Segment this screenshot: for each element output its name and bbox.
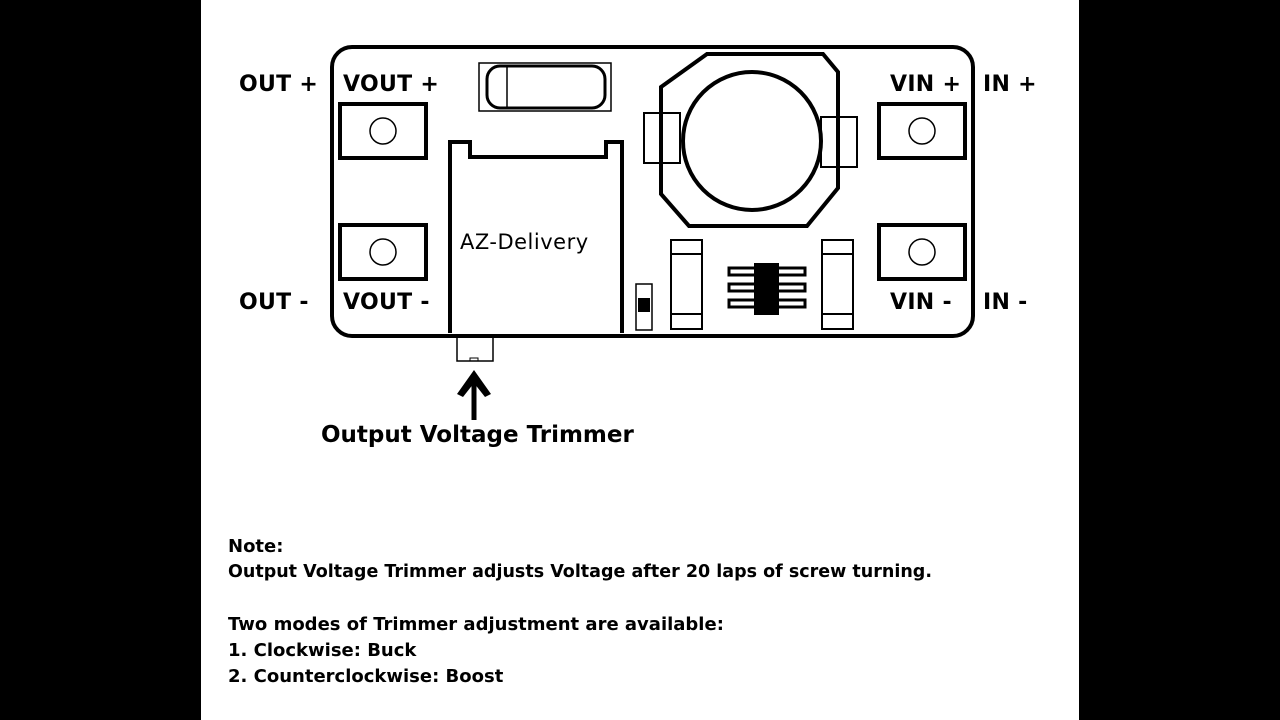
note-line-2: Two modes of Trimmer adjustment are avai… xyxy=(228,614,724,635)
module-drawing xyxy=(330,45,975,420)
pad-vin-plus xyxy=(877,102,967,160)
pad-vout-plus xyxy=(338,102,428,160)
pad-vin-minus xyxy=(877,223,967,281)
label-vin-plus: VIN + xyxy=(890,72,962,97)
capacitor-right xyxy=(821,239,854,330)
note-line-1: Output Voltage Trimmer adjusts Voltage a… xyxy=(228,562,932,582)
label-in-minus: IN - xyxy=(983,290,1028,315)
inductor xyxy=(643,52,858,228)
arrow-head xyxy=(457,370,491,397)
label-out-plus: OUT + xyxy=(239,72,319,97)
label-vout-minus: VOUT - xyxy=(343,290,430,315)
pad-vout-minus xyxy=(338,223,428,281)
smd-resistor-top xyxy=(478,62,612,112)
trimmer-caption: Output Voltage Trimmer xyxy=(321,422,634,448)
trimmer-body xyxy=(448,140,624,362)
diagram-panel: OUT + VOUT + OUT - VOUT - VIN + IN + VIN… xyxy=(201,0,1079,720)
note-heading: Note: xyxy=(228,536,284,557)
smd-small-fill xyxy=(638,298,650,312)
capacitor-left xyxy=(670,239,703,330)
label-vout-plus: VOUT + xyxy=(343,72,440,97)
board-outline xyxy=(330,45,975,338)
note-line-3: 1. Clockwise: Buck xyxy=(228,640,417,661)
brand-logo-text: AZ-Delivery xyxy=(460,230,589,254)
label-out-minus: OUT - xyxy=(239,290,309,315)
smd-small xyxy=(635,283,653,331)
label-vin-minus: VIN - xyxy=(890,290,952,315)
label-in-plus: IN + xyxy=(983,72,1037,97)
note-line-4: 2. Counterclockwise: Boost xyxy=(228,666,504,687)
ic-chip-body xyxy=(754,263,779,315)
